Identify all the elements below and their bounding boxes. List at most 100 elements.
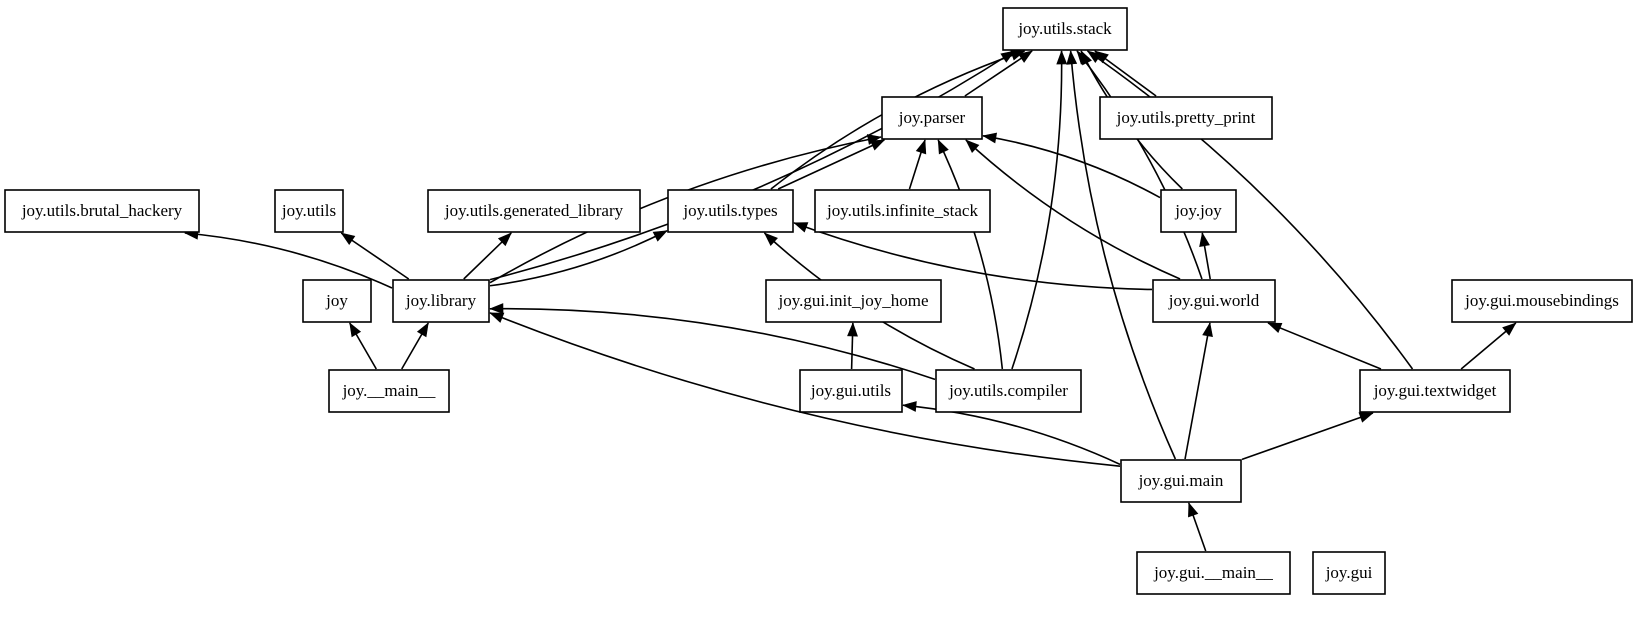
edge-arrowhead [869,139,886,151]
node-box[interactable] [1099,96,1273,140]
edge-arrowhead [1076,50,1090,65]
edge-arrowhead [965,139,980,154]
node-joy.utils[interactable]: joy.utils [274,189,344,233]
node-box[interactable] [1002,7,1128,51]
node-label: joy.gui.utils [810,381,891,400]
edge-arrowhead [1358,412,1374,423]
node-joy.gui.mousebindings[interactable]: joy.gui.mousebindings [1451,279,1633,323]
edge-joy.library-to-joy.utils.types [489,230,668,287]
node-label: joy.gui.__main__ [1153,563,1273,582]
edge-arrowhead [1502,322,1517,336]
edge-joy.joy-to-joy.parser [982,135,1161,199]
edge-joy.gui.main-to-joy.utils.stack [1069,50,1177,460]
edge-arrowhead [416,322,429,338]
edge-arrowhead [652,230,668,242]
node-joy.gui.__main__[interactable]: joy.gui.__main__ [1136,551,1291,595]
edge-joy.gui.world-to-joy.utils.types [793,222,1153,291]
node-box[interactable] [814,189,991,233]
edge-arrowhead [349,322,362,338]
node-box[interactable] [935,369,1082,413]
node-joy.gui.init_joy_home[interactable]: joy.gui.init_joy_home [765,279,942,323]
node-box[interactable] [1136,551,1291,595]
node-label: joy.utils.pretty_print [1116,108,1256,127]
edge-joy.gui.main-to-joy.gui.textwidget [1241,412,1374,461]
node-label: joy.gui.textwidget [1373,381,1497,400]
node-label: joy.utils.stack [1017,19,1112,38]
node-label: joy.parser [898,108,966,127]
node-joy.__main__[interactable]: joy.__main__ [328,369,450,413]
node-label: joy.__main__ [342,381,436,400]
node-box[interactable] [1152,279,1276,323]
edges-layer [184,50,1517,552]
node-joy.parser[interactable]: joy.parser [881,96,983,140]
node-joy.gui.main[interactable]: joy.gui.main [1120,459,1242,503]
node-joy.gui.world[interactable]: joy.gui.world [1152,279,1276,323]
node-joy.gui.utils[interactable]: joy.gui.utils [799,369,903,413]
edge-joy.gui.world-to-joy.utils.stack [1076,50,1203,280]
node-label: joy.utils.generated_library [444,201,624,220]
node-box[interactable] [1120,459,1242,503]
edge-joy.library-to-joy.utils.brutal_hackery [184,232,393,289]
edge-arrowhead [763,232,778,247]
edge-arrowhead [1066,50,1078,65]
node-label: joy.utils.types [682,201,777,220]
edge-joy.gui.main-to-joy.gui.utils [902,404,1121,466]
edge-arrowhead [902,401,917,412]
edge-arrowhead [1202,322,1213,338]
node-label: joy.joy [1174,201,1222,220]
node-box[interactable] [1451,279,1633,323]
node-label: joy.gui [1325,563,1373,582]
edge-joy.gui.world-to-joy.parser [965,139,1181,280]
node-joy.utils.types[interactable]: joy.utils.types [667,189,794,233]
node-box[interactable] [765,279,942,323]
node-box[interactable] [328,369,450,413]
node-box[interactable] [4,189,200,233]
edge-arrowhead [1018,50,1033,63]
edge-joy.gui.textwidget-to-joy.gui.world [1267,322,1382,370]
node-box[interactable] [667,189,794,233]
node-joy.library[interactable]: joy.library [392,279,490,323]
node-joy.gui.textwidget[interactable]: joy.gui.textwidget [1359,369,1511,413]
node-joy[interactable]: joy [302,279,372,323]
edge-arrowhead [937,139,949,155]
node-label: joy.utils.brutal_hackery [21,201,183,220]
node-box[interactable] [302,279,372,323]
node-box[interactable] [799,369,903,413]
edge-arrowhead [340,232,356,245]
edge-arrowhead [982,132,998,144]
nodes-layer: joy.utils.stack joy.parser joy.utils.prett… [4,7,1633,595]
node-joy.joy[interactable]: joy.joy [1160,189,1237,233]
node-joy.utils.generated_library[interactable]: joy.utils.generated_library [427,189,641,233]
node-box[interactable] [1359,369,1511,413]
node-label: joy.gui.main [1138,471,1224,490]
node-label: joy.gui.mousebindings [1464,291,1619,310]
node-joy.utils.brutal_hackery[interactable]: joy.utils.brutal_hackery [4,189,200,233]
edge-arrowhead [1086,50,1102,64]
node-label: joy.utils [281,201,336,220]
node-label: joy [325,291,348,310]
node-label: joy.gui.world [1168,291,1260,310]
node-box[interactable] [881,96,983,140]
node-joy.utils.compiler[interactable]: joy.utils.compiler [935,369,1082,413]
edge-arrowhead [847,322,858,337]
node-box[interactable] [392,279,490,323]
edge-joy.library-to-joy.utils.stack [489,50,1015,281]
node-box[interactable] [427,189,641,233]
node-joy.utils.pretty_print[interactable]: joy.utils.pretty_print [1099,96,1273,140]
node-box[interactable] [274,189,344,233]
node-joy.gui[interactable]: joy.gui [1312,551,1386,595]
node-box[interactable] [1160,189,1237,233]
edge-joy.utils.compiler-to-joy.utils.stack [1011,50,1063,370]
node-label: joy.library [405,291,477,310]
edge-arrowhead [489,303,504,315]
node-joy.utils.stack[interactable]: joy.utils.stack [1002,7,1128,51]
node-box[interactable] [1312,551,1386,595]
edge-arrowhead [489,312,505,323]
node-label: joy.utils.compiler [948,381,1068,400]
edge-arrowhead [915,139,927,155]
edge-joy.gui.textwidget-to-joy.utils.stack [1087,50,1414,370]
node-label: joy.utils.infinite_stack [826,201,978,220]
node-joy.utils.infinite_stack[interactable]: joy.utils.infinite_stack [814,189,991,233]
